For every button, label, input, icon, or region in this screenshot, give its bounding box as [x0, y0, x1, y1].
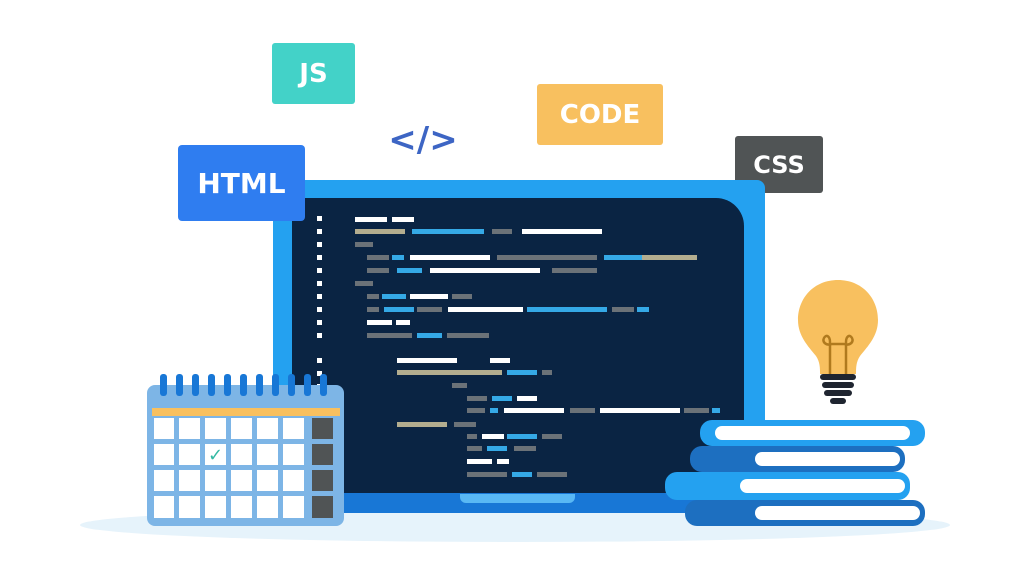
- books-icon: [665, 420, 925, 526]
- js-tag: JS: [272, 43, 355, 104]
- laptop-notch: [460, 494, 575, 503]
- code-lines: [317, 216, 720, 477]
- css-tag-label: CSS: [753, 150, 805, 179]
- js-tag-label: JS: [299, 58, 328, 89]
- code-brackets-icon: </>: [388, 120, 458, 160]
- calendar-rings: [160, 374, 327, 396]
- lightbulb-icon: [798, 280, 878, 404]
- calendar-icon: ✓: [147, 374, 344, 526]
- code-tag: CODE: [537, 84, 663, 145]
- html-tag-label: HTML: [197, 166, 286, 200]
- html-tag: HTML: [178, 145, 305, 221]
- check-icon: ✓: [208, 445, 223, 466]
- laptop-base: [245, 493, 785, 513]
- code-tag-label: CODE: [559, 99, 641, 130]
- code-bars: [355, 217, 720, 477]
